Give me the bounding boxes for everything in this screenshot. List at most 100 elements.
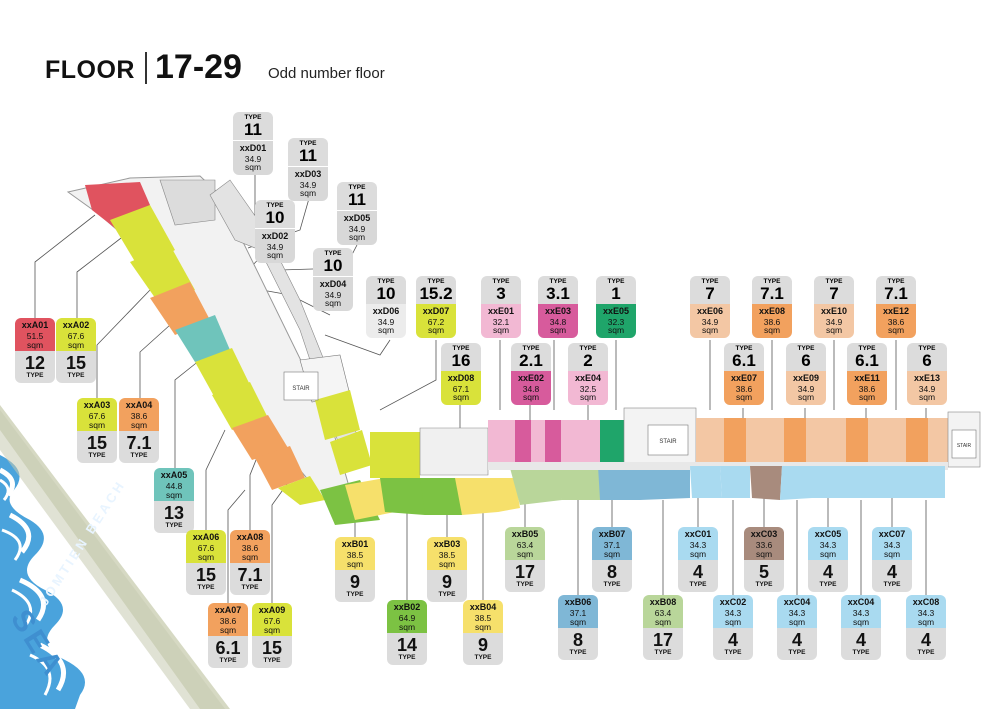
unit-tag-xxb07[interactable]: xxB07 37.1 sqm 8 TYPE [592, 527, 632, 592]
unit-area-unit: sqm [819, 548, 837, 559]
unit-area: 38.5 [346, 550, 364, 560]
unit-tag-xxa01[interactable]: xxA01 51.5 sqm 12 TYPE [15, 318, 55, 383]
unit-tag-xxd06[interactable]: TYPE 10 xxD06 34.9 sqm [366, 276, 406, 338]
unit-info: xxE01 32.1 sqm [481, 303, 521, 338]
unit-tag-xxc04-b[interactable]: xxC04 34.3 sqm 4 TYPE [841, 595, 881, 660]
unit-tag-xxa08[interactable]: xxA08 38.6 sqm 7.1 TYPE [230, 530, 270, 595]
unit-tag-xxe06[interactable]: TYPE 7 xxE06 34.9 sqm [690, 276, 730, 338]
unit-tag-xxe01[interactable]: TYPE 3 xxE01 32.1 sqm [481, 276, 521, 338]
unit-info: xxD03 34.9 sqm [288, 165, 328, 201]
unit-code: xxD08 [447, 372, 475, 383]
unit-tag-xxb05[interactable]: xxB05 63.4 sqm 17 TYPE [505, 527, 545, 592]
unit-area: 38.6 [735, 383, 753, 394]
unit-tag-xxe05[interactable]: TYPE 1 xxE05 32.3 sqm [596, 276, 636, 338]
unit-tag-xxa07[interactable]: xxA07 38.6 sqm 6.1 TYPE [208, 603, 248, 668]
unit-area-unit: sqm [522, 392, 540, 403]
unit-tag-xxb02[interactable]: xxB02 64.9 sqm 14 TYPE [387, 600, 427, 665]
unit-tag-xxe08[interactable]: TYPE 7.1 xxE08 38.6 sqm [752, 276, 792, 338]
unit-tag-xxd05[interactable]: TYPE 11 xxD05 34.9 sqm [337, 182, 377, 245]
unit-area-unit: sqm [763, 325, 781, 336]
unit-tag-xxd04[interactable]: TYPE 10 xxD04 34.9 sqm [313, 248, 353, 311]
unit-area: 32.1 [492, 316, 510, 327]
unit-info: xxC03 33.6 sqm [744, 527, 784, 560]
unit-tag-xxc04[interactable]: xxC04 34.3 sqm 4 TYPE [777, 595, 817, 660]
unit-area-unit: sqm [735, 392, 753, 403]
unit-code: xxA04 [125, 400, 153, 410]
unit-tag-xxd02[interactable]: TYPE 10 xxD02 34.9 sqm [255, 200, 295, 263]
unit-type-number: 12 [24, 353, 46, 373]
unit-area-unit: sqm [918, 392, 936, 403]
unit-area: 32.5 [579, 383, 597, 394]
unit-tag-xxd01[interactable]: TYPE 11 xxD01 34.9 sqm [233, 112, 273, 175]
unit-tag-xxb03[interactable]: xxB03 38.5 sqm 9 TYPE [427, 537, 467, 602]
unit-type: 17 TYPE [643, 628, 683, 660]
unit-type-number: 4 [886, 562, 897, 582]
unit-tag-xxe11[interactable]: TYPE 6.1 xxE11 38.6 sqm [847, 343, 887, 405]
stair-core-3: STAIR [951, 429, 977, 459]
unit-tag-xxa09[interactable]: xxA09 67.6 sqm 15 TYPE [252, 603, 292, 668]
unit-area: 34.9 [825, 316, 843, 327]
unit-code: xxB02 [393, 602, 421, 612]
unit-code: xxA05 [160, 470, 188, 480]
unit-tag-xxe13[interactable]: TYPE 6 xxE13 34.9 sqm [907, 343, 947, 405]
unit-info: xxE08 38.6 sqm [752, 303, 792, 338]
unit-info: xxB07 37.1 sqm [592, 527, 632, 560]
unit-tag-xxe07[interactable]: TYPE 6.1 xxE07 38.6 sqm [724, 343, 764, 405]
unit-info: xxC08 34.3 sqm [906, 595, 946, 628]
unit-type: 8 TYPE [592, 560, 632, 592]
unit-code: xxB04 [469, 602, 497, 612]
unit-area: 44.8 [165, 481, 183, 491]
unit-tag-xxd08[interactable]: TYPE 16 xxD08 67.1 sqm [441, 343, 481, 405]
unit-tag-xxb01[interactable]: xxB01 38.5 sqm 9 TYPE [335, 537, 375, 602]
unit-tag-xxc01[interactable]: xxC01 34.3 sqm 4 TYPE [678, 527, 718, 592]
unit-tag-xxb06[interactable]: xxB06 37.1 sqm 8 TYPE [558, 595, 598, 660]
unit-area: 38.6 [763, 316, 781, 327]
unit-tag-xxe03[interactable]: TYPE 3.1 xxE03 34.8 sqm [538, 276, 578, 338]
unit-tag-xxc07[interactable]: xxC07 34.3 sqm 4 TYPE [872, 527, 912, 592]
unit-type-number: 4 [822, 562, 833, 582]
unit-area-unit: sqm [438, 558, 456, 569]
unit-code: xxD01 [239, 142, 267, 153]
unit-area-unit: sqm [263, 624, 281, 635]
unit-type: 17 TYPE [505, 560, 545, 592]
unit-type-label: TYPE [88, 452, 106, 459]
unit-tag-xxc05[interactable]: xxC05 34.3 sqm 4 TYPE [808, 527, 848, 592]
unit-area-unit: sqm [724, 616, 742, 627]
unit-info: xxA02 67.6 sqm [56, 318, 96, 351]
unit-type: 4 TYPE [713, 628, 753, 660]
unit-info: xxE06 34.9 sqm [690, 303, 730, 338]
unit-type-label: TYPE [883, 581, 901, 588]
unit-tag-xxa04[interactable]: xxA04 38.6 sqm 7.1 TYPE [119, 398, 159, 463]
unit-tag-xxc03[interactable]: xxC03 33.6 sqm 5 TYPE [744, 527, 784, 592]
unit-area: 63.4 [516, 540, 534, 550]
unit-tag-xxa05[interactable]: xxA05 44.8 sqm 13 TYPE [154, 468, 194, 533]
unit-tag-xxb08[interactable]: xxB08 63.4 sqm 17 TYPE [643, 595, 683, 660]
unit-tag-xxe09[interactable]: TYPE 6 xxE09 34.9 sqm [786, 343, 826, 405]
unit-type-label: TYPE [299, 140, 317, 147]
unit-info: xxA06 67.6 sqm [186, 530, 226, 563]
unit-type-number: 9 [349, 572, 360, 592]
unit-type-number: 7.1 [126, 433, 152, 453]
unit-info: xxE07 38.6 sqm [724, 370, 764, 405]
unit-area-unit: sqm [346, 558, 364, 569]
unit-tag-xxb04[interactable]: xxB04 38.5 sqm 9 TYPE [463, 600, 503, 665]
unit-type-number: 4 [920, 630, 931, 650]
unit-tag-xxd07[interactable]: TYPE 15.2 xxD07 67.2 sqm [416, 276, 456, 338]
unit-tag-xxc08[interactable]: xxC08 34.3 sqm 4 TYPE [906, 595, 946, 660]
unit-tag-xxe02[interactable]: TYPE 2.1 xxE02 34.8 sqm [511, 343, 551, 405]
unit-type-label: TYPE [324, 250, 342, 257]
unit-tag-xxe12[interactable]: TYPE 7.1 xxE12 38.6 sqm [876, 276, 916, 338]
unit-tag-xxc02[interactable]: xxC02 34.3 sqm 4 TYPE [713, 595, 753, 660]
unit-area: 34.9 [266, 241, 284, 252]
unit-tag-xxa06[interactable]: xxA06 67.6 sqm 15 TYPE [186, 530, 226, 595]
unit-info: xxE09 34.9 sqm [786, 370, 826, 405]
unit-tag-xxa02[interactable]: xxA02 67.6 sqm 15 TYPE [56, 318, 96, 383]
unit-type-number: 6 [801, 350, 811, 370]
unit-tag-xxa03[interactable]: xxA03 67.6 sqm 15 TYPE [77, 398, 117, 463]
unit-tag-xxe10[interactable]: TYPE 7 xxE10 34.9 sqm [814, 276, 854, 338]
unit-code: xxD04 [319, 278, 347, 289]
unit-code: xxE08 [758, 305, 786, 316]
unit-area-unit: sqm [516, 548, 534, 559]
unit-tag-xxe04[interactable]: TYPE 2 xxE04 32.5 sqm [568, 343, 608, 405]
unit-tag-xxd03[interactable]: TYPE 11 xxD03 34.9 sqm [288, 138, 328, 201]
